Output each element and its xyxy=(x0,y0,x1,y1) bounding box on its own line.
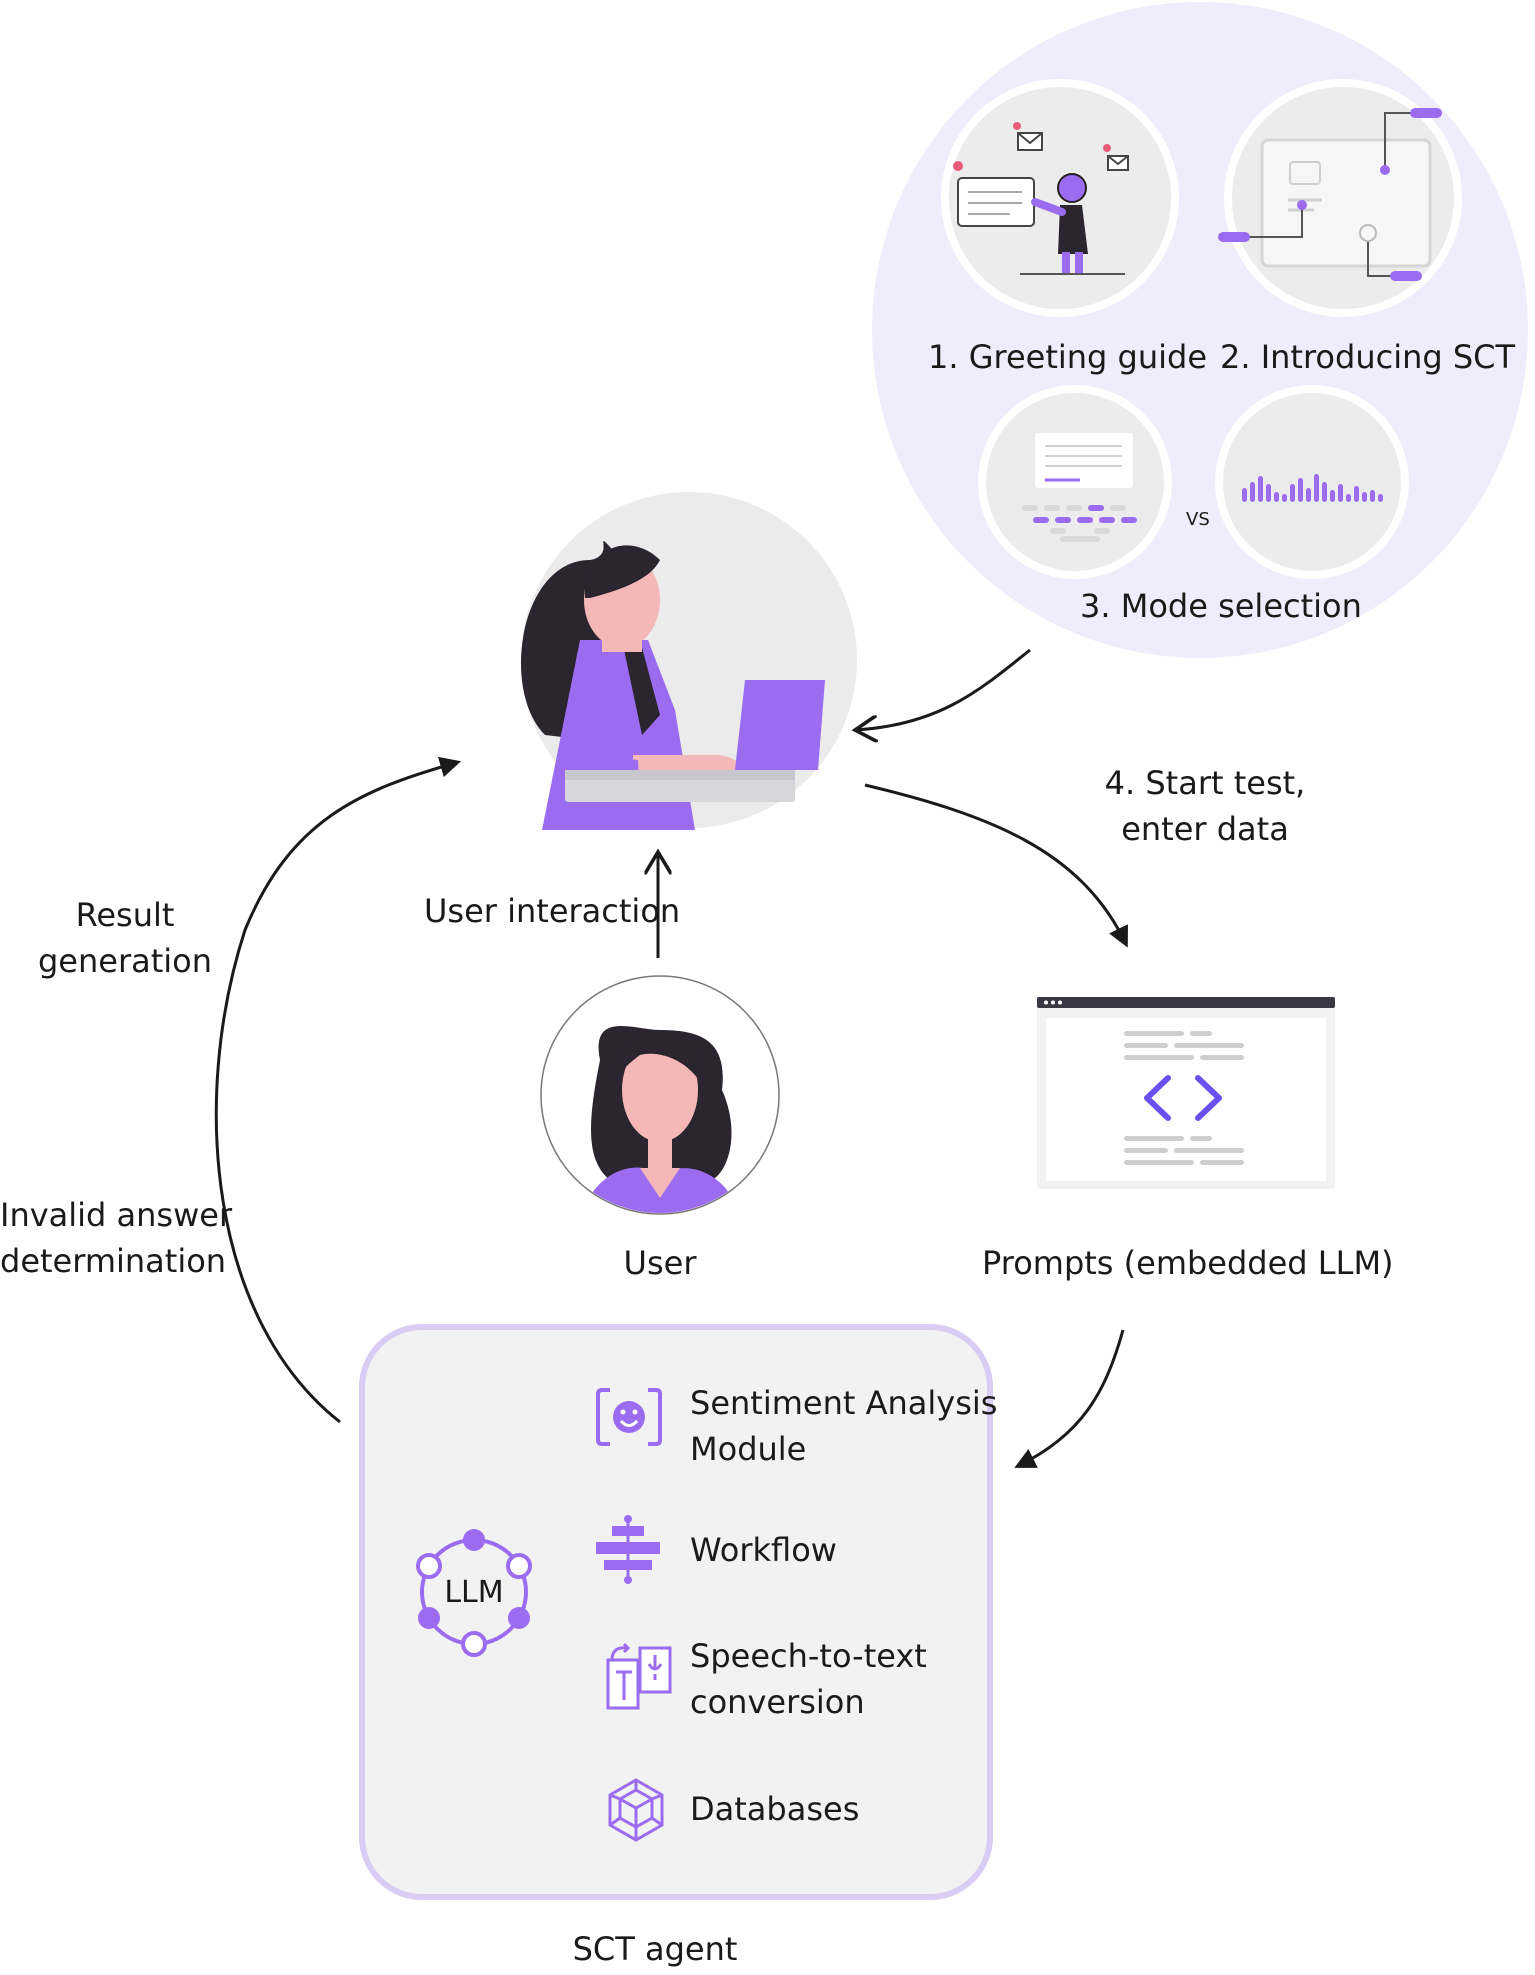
database-cube-icon xyxy=(608,1778,664,1842)
user-label: User xyxy=(623,1244,697,1282)
result-line-2: generation xyxy=(37,942,213,980)
invalid-line-2: determination xyxy=(0,1242,227,1280)
user-interaction-label: User interaction xyxy=(424,892,681,930)
llm-label: LLM xyxy=(444,1575,504,1610)
prompts-label: Prompts (embedded LLM) xyxy=(982,1244,1394,1282)
sct-agent-label: SCT agent xyxy=(572,1930,738,1968)
invalid-answer-label: Invalid answer determination xyxy=(0,1192,233,1284)
introducing-sct-illustration xyxy=(1218,79,1462,317)
arrow-start-test xyxy=(864,783,1128,948)
module-speech-label: Speech-to-text conversion xyxy=(690,1633,927,1725)
result-line-1: Result xyxy=(75,896,175,934)
module-speech-line-1: Speech-to-text xyxy=(690,1637,927,1675)
user-avatar-illustration xyxy=(540,975,780,1215)
arrow-prompts-to-agent xyxy=(1014,1329,1125,1468)
module-workflow-label: Workflow xyxy=(690,1531,837,1569)
greeting-guide-illustration xyxy=(941,79,1179,317)
module-sentiment-line-1: Sentiment Analysis xyxy=(690,1384,998,1422)
arrow-onboarding-to-user xyxy=(855,648,1031,730)
invalid-line-1: Invalid answer xyxy=(0,1196,233,1234)
step-2-label: 2. Introducing SCT xyxy=(1220,338,1516,376)
module-speech-line-2: conversion xyxy=(690,1683,865,1721)
module-sentiment-label: Sentiment Analysis Module xyxy=(690,1380,997,1472)
speech-to-text-icon xyxy=(606,1642,672,1710)
arrow-result-generation xyxy=(214,756,462,1424)
result-generation-label: Result generation xyxy=(25,892,225,984)
start-test-line-2: enter data xyxy=(1121,810,1289,848)
woman-laptop-illustration xyxy=(520,492,857,830)
voice-mode-illustration xyxy=(1215,385,1409,579)
start-test-label: 4. Start test, enter data xyxy=(1080,760,1330,852)
code-brackets-icon xyxy=(1144,1075,1222,1121)
workflow-icon xyxy=(596,1515,660,1584)
module-databases-label: Databases xyxy=(690,1790,860,1828)
module-sentiment-line-2: Module xyxy=(690,1430,807,1468)
onboarding-group-bg xyxy=(872,2,1528,658)
llm-ring-icon xyxy=(416,1529,532,1657)
vs-label: VS xyxy=(1186,509,1210,530)
step-3-label: 3. Mode selection xyxy=(1080,587,1362,625)
step-1-label: 1. Greeting guide xyxy=(928,338,1208,376)
face-scan-icon xyxy=(596,1388,662,1446)
prompts-browser-window xyxy=(1037,997,1335,1189)
sct-agent-box xyxy=(359,1324,993,1900)
keyboard-mode-illustration xyxy=(978,385,1172,579)
start-test-line-1: 4. Start test, xyxy=(1104,764,1306,802)
